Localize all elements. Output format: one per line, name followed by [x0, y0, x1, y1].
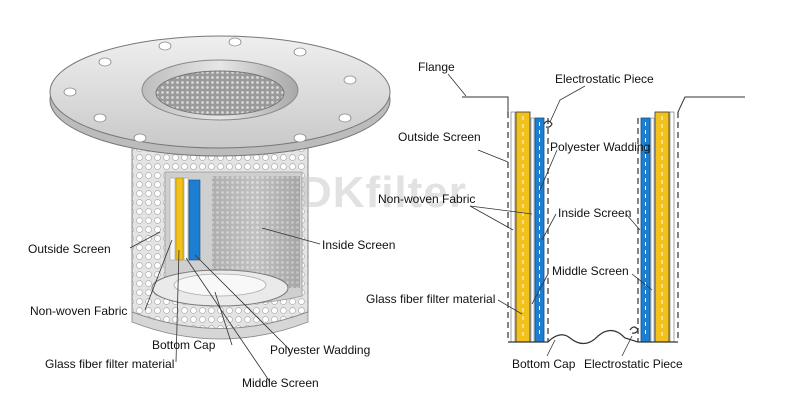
- flange-bolt-holes: [63, 37, 357, 143]
- watermark: DKfilter: [300, 168, 467, 217]
- label-glass-fiber-right: Glass fiber filter material: [366, 292, 496, 306]
- inside-shading: [212, 176, 300, 288]
- right-wall: [637, 111, 679, 343]
- label-electrostatic-bottom: Electrostatic Piece: [584, 357, 683, 371]
- glass-fiber-strip: [175, 177, 184, 261]
- bottom-ring: [131, 311, 309, 340]
- cross-section: [462, 96, 745, 345]
- label-inside-screen-left: Inside Screen: [322, 238, 396, 252]
- label-non-woven-right: Non-woven Fabric: [378, 192, 476, 206]
- label-polyester-right: Polyester Wadding: [550, 140, 651, 154]
- label-middle-screen-left: Middle Screen: [242, 376, 319, 390]
- label-inside-screen-right: Inside Screen: [558, 206, 632, 220]
- bottom-cap-section: [508, 329, 678, 345]
- label-electrostatic-top: Electrostatic Piece: [555, 72, 654, 86]
- label-polyester-left: Polyester Wadding: [270, 343, 371, 357]
- flange-line-right: [677, 96, 745, 113]
- filter-3d-illustration: [49, 35, 391, 340]
- middle-screen-strip: [183, 177, 189, 261]
- bottom-cap-inner: [173, 273, 267, 297]
- flange-mesh: [155, 70, 285, 116]
- label-non-woven-left: Non-woven Fabric: [30, 304, 128, 318]
- non-woven-strip: [169, 177, 176, 261]
- electrostatic-piece-bottom: [629, 326, 639, 334]
- label-flange: Flange: [418, 60, 455, 74]
- right-leader-lines: [447, 73, 653, 357]
- label-bottom-cap-right: Bottom Cap: [512, 357, 576, 371]
- left-wall: [507, 111, 549, 343]
- electrostatic-piece-top: [543, 120, 553, 128]
- flange-line-left: [462, 96, 509, 112]
- polyester-strip: [188, 179, 201, 261]
- label-middle-screen-right: Middle Screen: [552, 264, 629, 278]
- label-glass-fiber-left: Glass fiber filter material: [45, 357, 175, 371]
- label-outside-screen-left: Outside Screen: [28, 242, 111, 256]
- label-bottom-cap-left: Bottom Cap: [152, 338, 216, 352]
- label-outside-screen-right: Outside Screen: [398, 130, 481, 144]
- left-leader-lines: [129, 227, 321, 383]
